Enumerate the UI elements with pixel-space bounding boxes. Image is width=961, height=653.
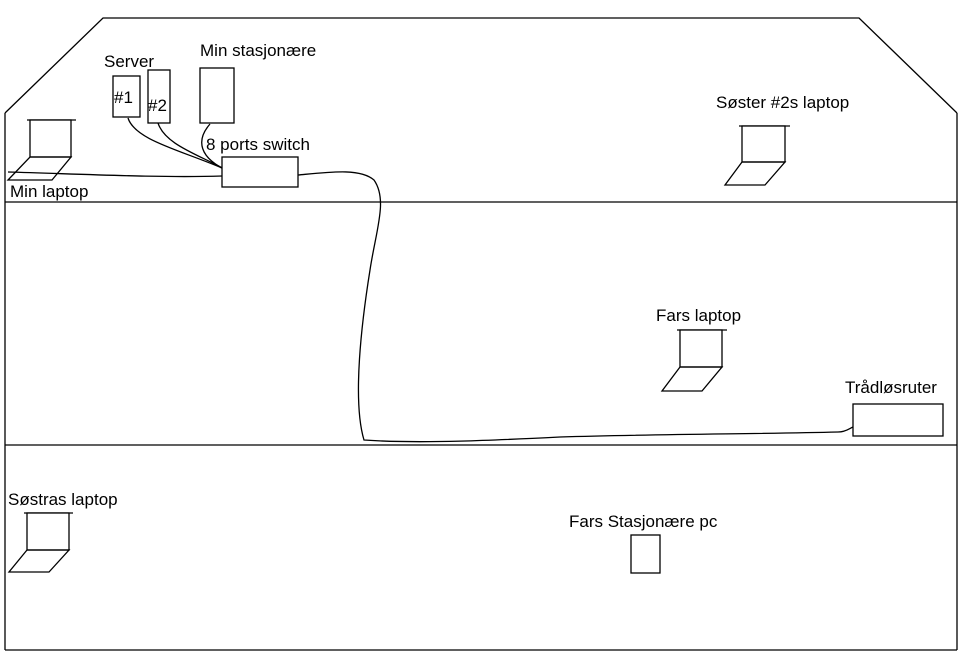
my-desktop-label: Min stasjonære: [200, 41, 316, 60]
cables: [7, 117, 854, 443]
dad-laptop-label: Fars laptop: [656, 306, 741, 325]
server-1: #1: [112, 75, 141, 118]
wireless-router-box: [852, 403, 944, 437]
server-label: Server: [104, 52, 154, 71]
server-2-label: #2: [148, 96, 167, 115]
sister2-laptop: Søster #2s laptop: [716, 93, 849, 186]
my-laptop-label: Min laptop: [10, 182, 88, 201]
my-desktop: Min stasjonære: [199, 41, 316, 124]
sister-laptop: Søstras laptop: [7, 490, 118, 573]
roof-line: [4, 17, 958, 114]
dad-laptop-keyboard: [660, 366, 724, 392]
house-outline: [4, 17, 958, 651]
sister2-laptop-screen: [741, 125, 786, 163]
switch-box: [221, 156, 299, 188]
wireless-router-label: Trådløsruter: [845, 378, 937, 397]
my-laptop-keyboard: [6, 156, 73, 181]
sister-laptop-keyboard: [7, 549, 71, 573]
dad-desktop-label: Fars Stasjonære pc: [569, 512, 718, 531]
dad-desktop: Fars Stasjonære pc: [569, 512, 718, 574]
my-laptop-screen: [29, 119, 72, 158]
dad-laptop-screen: [679, 329, 723, 368]
dad-desktop-box: [630, 534, 661, 574]
server-1-box: [112, 75, 141, 118]
server-1-label: #1: [114, 88, 133, 107]
cable-laptop-to-switch: [7, 171, 223, 178]
sister2-laptop-label: Søster #2s laptop: [716, 93, 849, 112]
server-2-box: [147, 69, 171, 124]
cable-switch-to-router: [297, 171, 854, 443]
switch-label: 8 ports switch: [206, 135, 310, 154]
sister-laptop-screen: [26, 512, 70, 551]
wireless-router: Trådløsruter: [845, 378, 944, 437]
server-2: #2: [147, 69, 171, 124]
my-laptop: Min laptop: [6, 119, 88, 201]
sister2-laptop-keyboard: [723, 161, 787, 186]
dad-laptop: Fars laptop: [656, 306, 741, 392]
my-desktop-box: [199, 67, 235, 124]
sister-laptop-label: Søstras laptop: [8, 490, 118, 509]
cable-server1-to-switch: [127, 117, 223, 169]
switch: 8 ports switch: [206, 135, 310, 188]
